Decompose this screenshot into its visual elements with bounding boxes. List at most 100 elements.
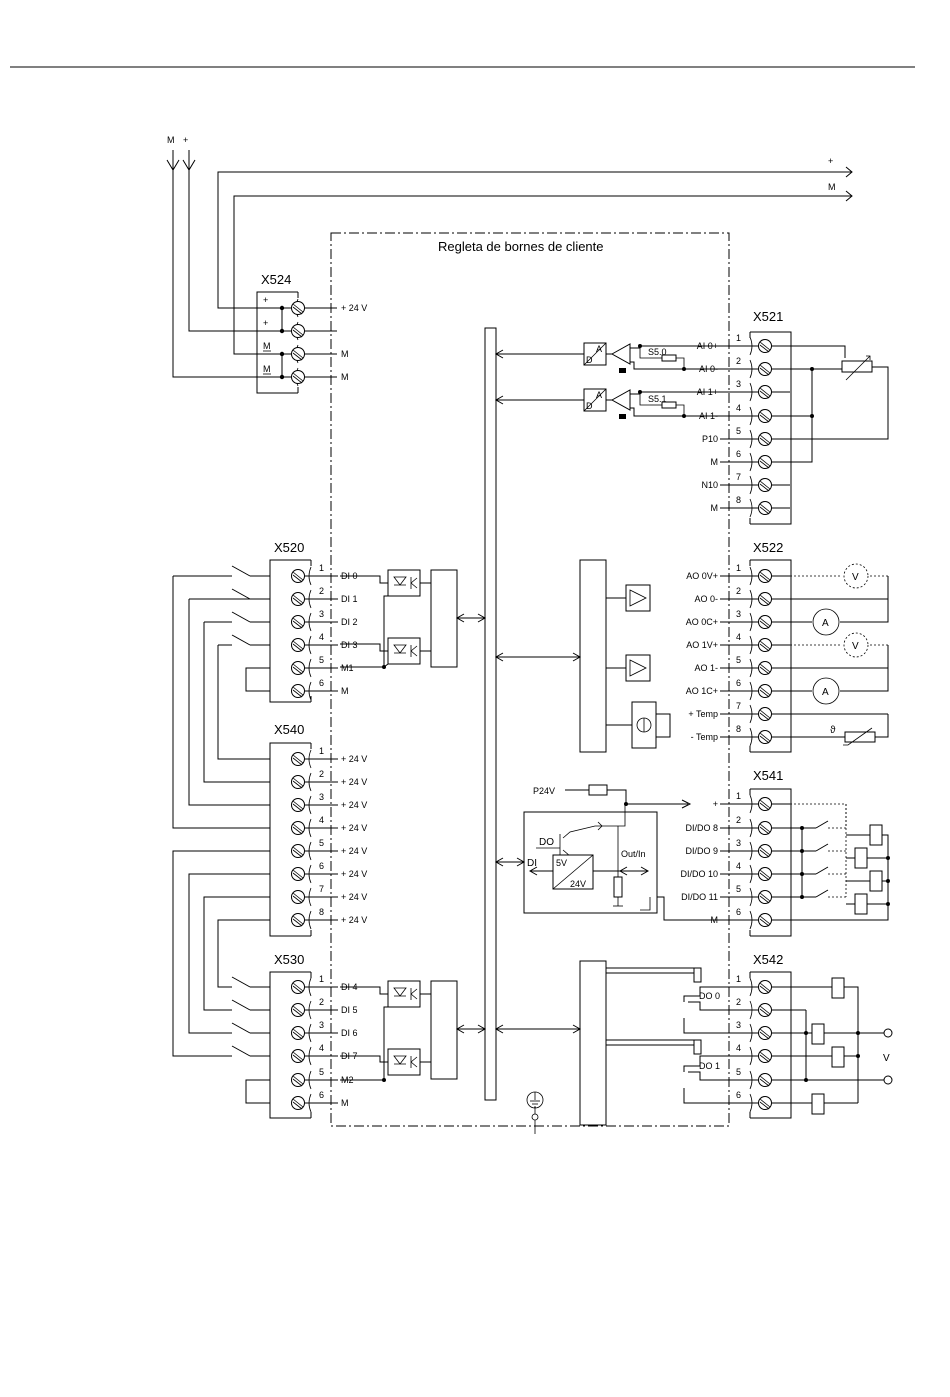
x521-screw-8 — [758, 501, 772, 515]
x540-screw-3 — [291, 798, 305, 812]
x540-signal-label-6: + 24 V — [341, 869, 367, 879]
x540-terminal-num-8: 8 — [319, 907, 324, 917]
x541-title: X541 — [753, 768, 783, 783]
x520-screw-3 — [291, 615, 305, 629]
x540-signal-label-8: + 24 V — [341, 915, 367, 925]
arrow-out-m — [845, 190, 853, 202]
x542-screw-6 — [758, 1096, 772, 1110]
x520-signal-label-3: DI 2 — [341, 617, 358, 627]
opto-di3 — [387, 637, 421, 665]
x522-screw-5 — [758, 661, 772, 675]
relay-block — [579, 960, 607, 1126]
x542-screw-4 — [758, 1049, 772, 1063]
x521-terminal-num-2: 2 — [736, 356, 741, 366]
x530-signal-label-1: DI 4 — [341, 982, 358, 992]
x522-screw-3 — [758, 615, 772, 629]
relay-coil-1 — [693, 1039, 702, 1055]
x540-terminal-num-7: 7 — [319, 884, 324, 894]
x542-screw-1 — [758, 980, 772, 994]
x524-right-label-4: M — [341, 372, 349, 382]
svg-text:24V: 24V — [570, 879, 586, 889]
x530-screw-5 — [291, 1073, 305, 1087]
x540-terminal-num-5: 5 — [319, 838, 324, 848]
x522-title: X522 — [753, 540, 783, 555]
wire-out-m — [233, 195, 852, 355]
x540-terminal-num-4: 4 — [319, 815, 324, 825]
x520-terminal-num-1: 1 — [319, 563, 324, 573]
x540-terminal-num-6: 6 — [319, 861, 324, 871]
x541-screw-2 — [758, 821, 772, 835]
x524-screw-3 — [291, 347, 305, 361]
x522-terminal-num-8: 8 — [736, 724, 741, 734]
wire-supply-plus — [188, 170, 257, 332]
terminal-strip-boundary — [330, 232, 730, 1127]
x540-signal-label-4: + 24 V — [341, 823, 367, 833]
svg-text:A: A — [822, 687, 829, 698]
x542-terminal-num-6: 6 — [736, 1090, 741, 1100]
x524-left-label-4: M — [263, 364, 271, 374]
x541-screw-3 — [758, 844, 772, 858]
x530-signal-label-5: M2 — [341, 1075, 354, 1085]
adc-block-1: A D — [583, 388, 631, 412]
x541-terminal-num-6: 6 — [736, 907, 741, 917]
x540-screw-8 — [291, 913, 305, 927]
x541-signal-label-4: DI/DO 10 — [680, 869, 718, 879]
meter-a-0: A — [812, 608, 840, 636]
x524-left-label-3: M — [263, 341, 271, 351]
x540-screw-4 — [291, 821, 305, 835]
internal-bus — [484, 327, 497, 1101]
x521-terminal-num-8: 8 — [736, 495, 741, 505]
do1-label: DO 1 — [699, 1061, 720, 1071]
p24v-label: P24V — [533, 786, 555, 796]
opto-di0 — [387, 569, 421, 597]
x541-terminal-num-4: 4 — [736, 861, 741, 871]
arrow-adc1 — [494, 395, 504, 405]
x540-signal-label-2: + 24 V — [341, 777, 367, 787]
x541-signal-label-5: DI/DO 11 — [681, 892, 718, 902]
x524-title: X524 — [261, 272, 291, 287]
x530-terminal-num-2: 2 — [319, 997, 324, 1007]
x540-screw-1 — [291, 752, 305, 766]
x522-signal-label-4: AO 1V+ — [686, 640, 718, 650]
x530-terminal-num-4: 4 — [319, 1043, 324, 1053]
x522-screw-6 — [758, 684, 772, 698]
x522-signal-label-7: + Temp — [688, 709, 718, 719]
theta-label: ϑ — [830, 725, 836, 736]
x530-screw-3 — [291, 1026, 305, 1040]
x541-signal-label-6: M — [711, 915, 719, 925]
x521-signal-label-5: P10 — [702, 434, 718, 444]
x530-terminal-num-1: 1 — [319, 974, 324, 984]
x521-signal-label-4: AI 1- — [699, 411, 718, 421]
x530-terminal-num-5: 5 — [319, 1067, 324, 1077]
x540-terminal-num-1: 1 — [319, 746, 324, 756]
x542-title: X542 — [753, 952, 783, 967]
x520-screw-5 — [291, 661, 305, 675]
ao-amp-1 — [625, 654, 651, 682]
x521-signal-label-2: AI 0- — [699, 364, 718, 374]
x542-terminal-num-4: 4 — [736, 1043, 741, 1053]
x540-screw-2 — [291, 775, 305, 789]
x541-screw-1 — [758, 797, 772, 811]
svg-text:5V: 5V — [556, 858, 567, 868]
boundary-title: Regleta de bornes de cliente — [438, 239, 604, 254]
svg-text:A: A — [596, 390, 602, 400]
x522-signal-label-8: - Temp — [691, 732, 718, 742]
p24v-fuse — [588, 784, 608, 796]
out-m-label: M — [828, 182, 836, 192]
x530-terminal-num-3: 3 — [319, 1020, 324, 1030]
ao-amp-0 — [625, 584, 651, 612]
x524-screw-4 — [291, 370, 305, 384]
x541-screw-5 — [758, 890, 772, 904]
x521-screw-2 — [758, 362, 772, 376]
potentiometer — [841, 360, 873, 373]
x540-screw-5 — [291, 844, 305, 858]
supply-plus-label: + — [183, 135, 188, 145]
di-logic-block-top — [430, 569, 458, 668]
x524-left-label-2: + — [263, 318, 268, 328]
